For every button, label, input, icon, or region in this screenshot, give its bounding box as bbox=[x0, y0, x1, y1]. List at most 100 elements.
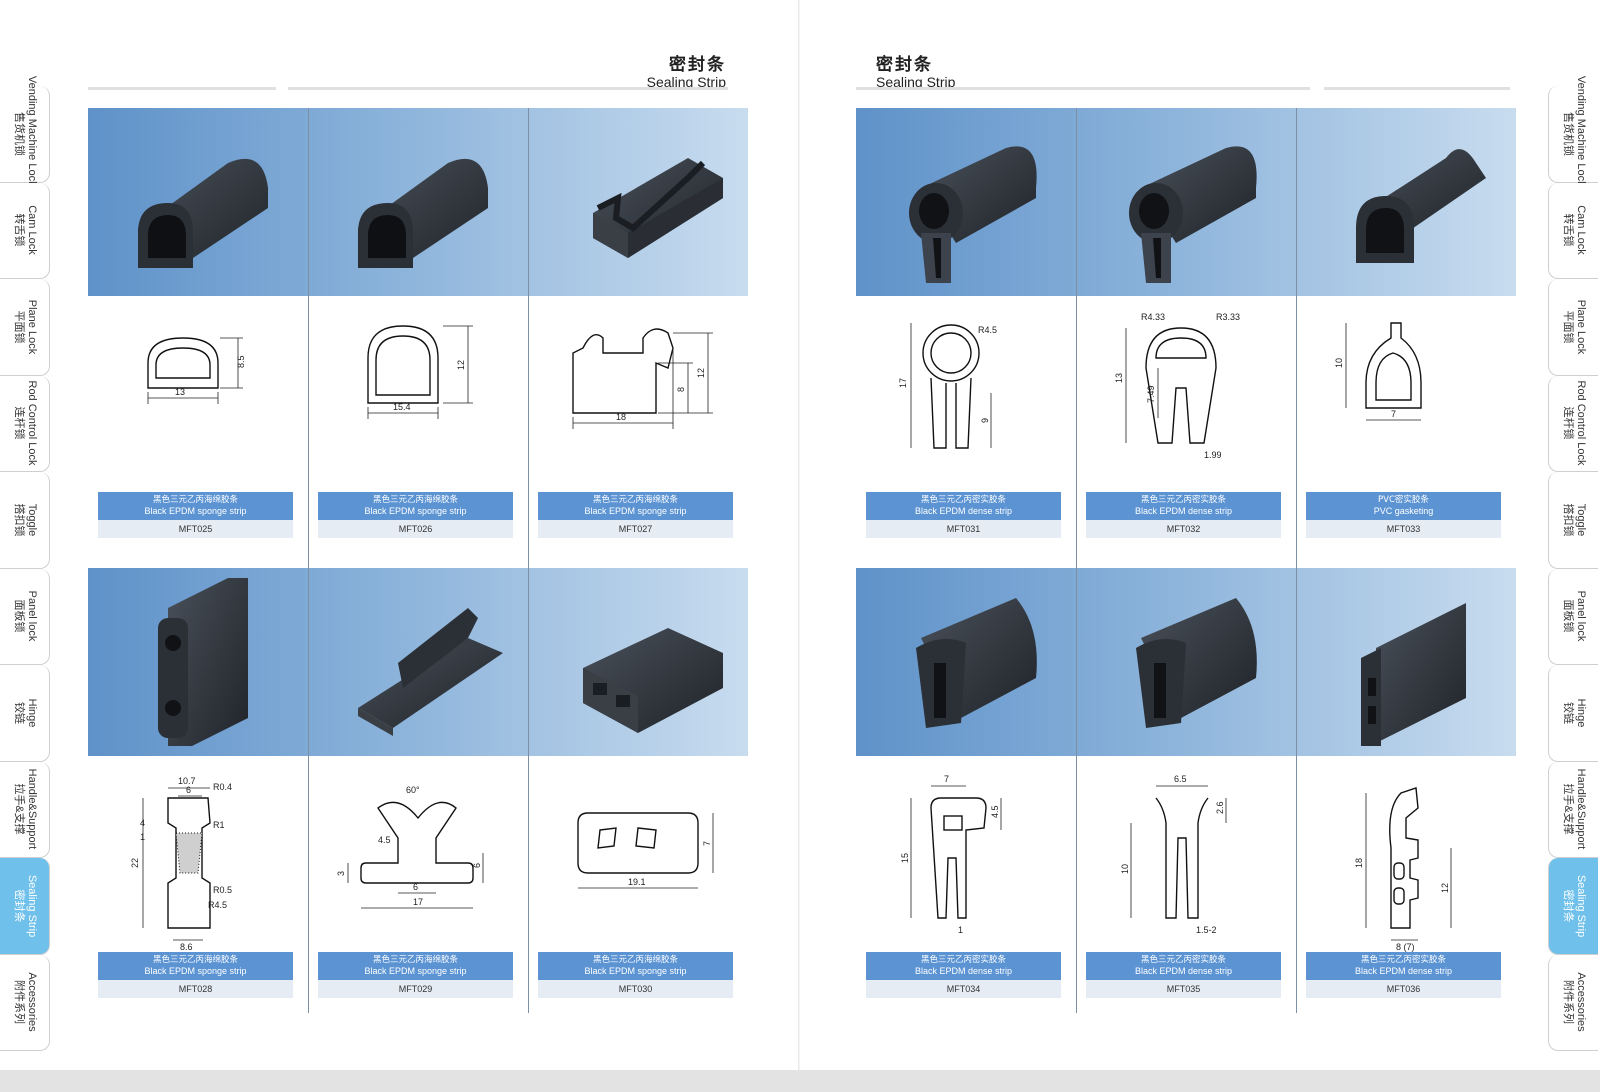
dimension-label: R0.4 bbox=[213, 782, 232, 792]
tab-label-en: Accessories bbox=[1574, 972, 1587, 1032]
product-name-en: Black EPDM dense strip bbox=[1134, 506, 1233, 516]
dimension-label: 1 bbox=[958, 925, 963, 935]
right-title-zh: 密封条 bbox=[876, 55, 933, 75]
tab-label-zh: 转舌锁 bbox=[1561, 213, 1574, 247]
column-divider bbox=[308, 108, 309, 1013]
product-name-en: Black EPDM sponge strip bbox=[364, 966, 467, 976]
tab-label-en: Hinge bbox=[25, 698, 38, 728]
product-code: MFT031 bbox=[866, 520, 1061, 538]
technical-drawing: 60°4.5 3 6 6 17 bbox=[336, 785, 484, 909]
product-name-en: Black EPDM dense strip bbox=[1354, 966, 1453, 976]
product-card-mft033: 10 7 PVC密实胶条 PVC gasketing MFT033 bbox=[1296, 108, 1516, 568]
technical-drawing: 13 8.5 bbox=[147, 337, 246, 404]
dimension-label: 1 bbox=[140, 832, 145, 842]
dimension-label: 7.49 bbox=[1146, 385, 1156, 403]
tab-label-en: Vending Machine Locks bbox=[1574, 75, 1587, 192]
product-name-zh: 黑色三元乙丙海绵胶条 bbox=[592, 955, 678, 965]
page-bottom-strip bbox=[0, 1070, 1600, 1092]
product-label: 黑色三元乙丙密实胶条 Black EPDM dense strip MFT035 bbox=[1086, 952, 1281, 998]
product-photo bbox=[1136, 598, 1257, 728]
dimension-label: 12 bbox=[456, 360, 466, 370]
product-code: MFT029 bbox=[318, 980, 513, 998]
tab-label-zh: 搭扣锁 bbox=[12, 503, 25, 537]
product-card-mft027: 18 8 12 黑色三元乙丙海绵胶条 Black EPDM sponge str… bbox=[528, 108, 748, 568]
header-rule bbox=[856, 87, 1310, 90]
tab-label-en: Accessories bbox=[25, 972, 38, 1032]
dimension-label: 2.6 bbox=[1215, 801, 1225, 814]
tab-label-en: Sealing Strip bbox=[1574, 874, 1587, 937]
technical-drawing: 18 8 12 bbox=[572, 328, 713, 429]
column-divider bbox=[1076, 108, 1077, 1013]
product-photo bbox=[1356, 149, 1486, 263]
tab-label-en: Hinge bbox=[1574, 698, 1587, 728]
tab-label-en: Plane Lock bbox=[1574, 299, 1587, 354]
header-rule bbox=[288, 87, 728, 90]
dimension-label: 13 bbox=[175, 387, 185, 397]
product-description: 黑色三元乙丙海绵胶条 Black EPDM sponge strip bbox=[98, 952, 293, 980]
dimension-label: R4.33 bbox=[1141, 312, 1165, 322]
dimension-label: 6 bbox=[186, 785, 191, 795]
product-description: 黑色三元乙丙海绵胶条 Black EPDM sponge strip bbox=[98, 492, 293, 520]
technical-drawing: 18 12 8 (7) bbox=[1354, 787, 1452, 952]
tab-label-zh: 搭扣锁 bbox=[1561, 503, 1574, 537]
product-description: PVC密实胶条 PVC gasketing bbox=[1306, 492, 1501, 520]
tab-label-en: Toggle bbox=[1574, 503, 1587, 536]
tab-label-zh: 附件系列 bbox=[12, 980, 25, 1025]
technical-drawing: 10 7 bbox=[1334, 322, 1422, 421]
dimension-label: 8.5 bbox=[236, 355, 246, 368]
dimension-label: 8.6 bbox=[180, 942, 193, 952]
product-photo bbox=[909, 146, 1037, 283]
dimension-label: 60° bbox=[406, 785, 420, 795]
product-description: 黑色三元乙丙海绵胶条 Black EPDM sponge strip bbox=[538, 492, 733, 520]
product-photo bbox=[916, 598, 1037, 728]
product-description: 黑色三元乙丙海绵胶条 Black EPDM sponge strip bbox=[538, 952, 733, 980]
product-photo bbox=[1361, 603, 1466, 746]
tab-label-zh: 转舌锁 bbox=[12, 213, 25, 247]
dimension-label: 8 (7) bbox=[1396, 942, 1415, 952]
product-label: 黑色三元乙丙密实胶条 Black EPDM dense strip MFT032 bbox=[1086, 492, 1281, 538]
dimension-label: 19.1 bbox=[628, 877, 646, 887]
dimension-label: 13 bbox=[1114, 373, 1124, 383]
product-photo bbox=[593, 158, 723, 258]
tab-label-zh: 售货机锁 bbox=[1561, 111, 1574, 156]
dimension-label: 4.5 bbox=[990, 805, 1000, 818]
product-description: 黑色三元乙丙密实胶条 Black EPDM dense strip bbox=[866, 952, 1061, 980]
product-card-mft031: R4.5 17 9 黑色三元乙丙密实胶条 Black EPDM dense st… bbox=[856, 108, 1076, 568]
tab-label-zh: 连杆锁 bbox=[12, 406, 25, 440]
product-name-zh: 黑色三元乙丙密实胶条 bbox=[1360, 955, 1446, 965]
product-photo bbox=[1129, 146, 1257, 283]
product-description: 黑色三元乙丙密实胶条 Black EPDM dense strip bbox=[1086, 952, 1281, 980]
product-name-zh: PVC密实胶条 bbox=[1378, 495, 1429, 505]
dimension-label: 17 bbox=[898, 378, 908, 388]
product-code: MFT035 bbox=[1086, 980, 1281, 998]
